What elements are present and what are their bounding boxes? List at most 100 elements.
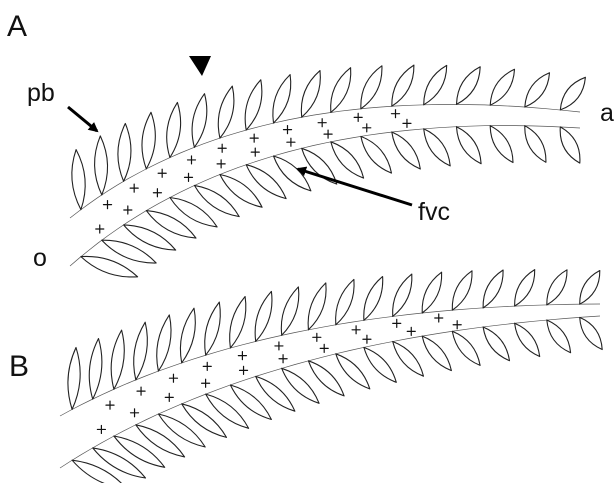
specimen-b-cross-mark	[165, 393, 173, 401]
specimen-b-lower-leaf	[580, 317, 603, 349]
specimen-a-upper-leaf	[525, 73, 550, 107]
specimen-b-upper-leaf	[452, 271, 472, 310]
specimen-a-lower-leaf	[424, 129, 451, 166]
specimen-b-upper-leaf	[89, 339, 102, 400]
label-o: o	[33, 244, 47, 272]
specimen-b-upper-leaf	[134, 322, 148, 380]
specimen-b-lower-leaf	[93, 448, 146, 478]
specimen-a-cross-mark	[284, 126, 292, 134]
specimen-a-lower-leaf	[361, 136, 392, 173]
specimen-b-lower-leaf	[158, 414, 205, 447]
specimen-a	[70, 65, 585, 277]
specimen-a-cross-mark	[153, 189, 161, 197]
panel-label-b: B	[9, 350, 29, 383]
specimen-b-body-upper-edge	[60, 304, 600, 416]
specimen-b-cross-mark	[453, 321, 461, 329]
specimen-a-cross-mark	[251, 148, 259, 156]
specimen-a-lower-leaf	[81, 256, 138, 277]
specimen-a-upper-leaf	[457, 67, 481, 105]
specimen-b-upper-leaf	[547, 270, 567, 305]
specimen-a-lower-leaf	[331, 142, 364, 178]
specimen-a-upper-leaf	[361, 66, 382, 109]
specimen-a-lower-leaf	[525, 126, 546, 163]
specimen-a-cross-mark	[324, 130, 332, 138]
specimen-a-upper-leaf	[560, 77, 585, 110]
specimen-b-cross-mark	[393, 319, 401, 327]
specimen-b-upper-leaf	[281, 287, 298, 335]
specimen-a-upper-leaf	[273, 75, 291, 124]
specimen-b-upper-leaf	[111, 330, 124, 389]
specimen-a-lower-leaf	[146, 211, 196, 239]
specimen-b-cross-mark	[352, 326, 360, 334]
specimen-b-cross-mark	[363, 335, 371, 343]
specimen-a-cross-mark	[104, 201, 112, 209]
specimen-b-upper-leaf	[68, 348, 80, 410]
specimen-a-cross-mark	[158, 169, 166, 177]
specimen-b-lower-leaf	[364, 347, 396, 382]
specimen-b-upper-leaf	[180, 308, 195, 363]
specimen-b-cross-mark	[202, 379, 210, 387]
specimen-b-upper-leaf	[205, 302, 221, 355]
specimen-b-upper-leaf	[483, 270, 503, 308]
specimen-b-upper-leaf	[157, 315, 171, 371]
specimen-b-lower-leaf	[230, 385, 271, 420]
specimen-b-lower-leaf	[114, 436, 165, 467]
specimen-b-cross-mark	[320, 344, 328, 352]
specimen-a-cross-mark	[318, 119, 326, 127]
specimen-b-cross-mark	[313, 333, 321, 341]
specimen-b-upper-leaf	[364, 277, 383, 321]
specimen-a-lower-leaf	[194, 185, 239, 216]
specimen-a-cross-mark	[185, 173, 193, 181]
specimen-a-upper-leaf	[95, 136, 108, 195]
specimen-a-cross-mark	[354, 113, 362, 121]
specimen-a-cross-mark	[217, 160, 225, 168]
specimen-b-cross-mark	[407, 327, 415, 335]
specimen-b-cross-mark	[169, 374, 177, 382]
arrowhead-marker	[189, 56, 211, 76]
specimen-a-cross-mark	[363, 124, 371, 132]
specimen-b-lower-leaf	[422, 336, 451, 371]
specimen-a-cross-mark	[188, 156, 196, 164]
specimen-b	[60, 270, 602, 483]
specimen-b-lower-leaf	[515, 323, 540, 356]
specimen-b-lower-leaf	[336, 354, 370, 389]
specimen-b-cross-mark	[203, 362, 211, 370]
specimen-b-upper-leaf	[393, 274, 412, 316]
specimen-a-body-lower-edge	[70, 126, 580, 266]
specimen-b-upper-leaf	[422, 272, 442, 313]
specimen-b-cross-mark	[279, 355, 287, 363]
specimen-a-lower-leaf	[457, 127, 482, 164]
specimen-a-cross-mark	[392, 110, 400, 118]
specimen-b-cross-mark	[238, 352, 246, 360]
specimen-b-cross-mark	[137, 387, 145, 395]
specimen-b-upper-leaf	[336, 279, 354, 324]
specimen-a-upper-leaf	[218, 86, 234, 138]
specimen-a-upper-leaf	[245, 80, 262, 130]
label-fvc: fvc	[418, 198, 450, 226]
specimen-b-lower-leaf	[308, 361, 344, 396]
specimen-a-upper-leaf	[424, 65, 447, 104]
specimen-a-upper-leaf	[392, 65, 414, 106]
specimen-a-lower-leaf	[490, 126, 513, 163]
specimen-b-upper-leaf	[255, 291, 272, 341]
specimen-a-upper-leaf	[490, 69, 514, 105]
specimen-b-upper-leaf	[308, 283, 326, 330]
panel-label-a: A	[7, 10, 27, 43]
specimen-a-lower-leaf	[220, 175, 262, 208]
specimen-a-lower-leaf	[170, 198, 217, 227]
specimen-a-upper-leaf	[142, 112, 155, 169]
specimen-b-lower-leaf	[483, 327, 509, 361]
specimen-a-cross-mark	[130, 184, 138, 192]
specimen-a-upper-leaf	[72, 150, 85, 210]
label-pb: pb	[27, 79, 55, 107]
specimen-b-lower-leaf	[182, 404, 227, 438]
specimen-b-lower-leaf	[72, 460, 127, 483]
specimen-b-cross-mark	[240, 366, 248, 374]
specimen-a-upper-leaf	[331, 68, 351, 113]
specimen-b-upper-leaf	[515, 270, 535, 307]
specimen-b-cross-mark	[97, 425, 105, 433]
specimen-a-cross-mark	[96, 225, 104, 233]
specimen-a-cross-mark	[124, 206, 132, 214]
specimen-b-lower-leaf	[136, 425, 185, 457]
